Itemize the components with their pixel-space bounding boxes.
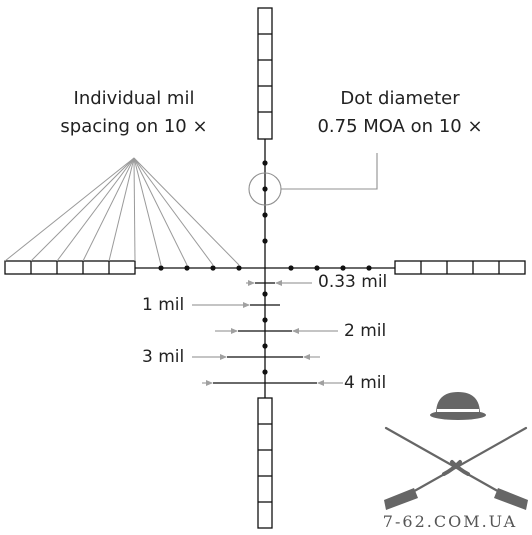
mil-spacing-callout-line1: Individual mil: [74, 88, 195, 109]
watermark: 7-62.COM.UA: [383, 512, 517, 531]
label-033-mil: 0.33 mil: [318, 272, 387, 292]
top-post: [257, 7, 273, 140]
right-post: [394, 260, 526, 275]
dot-diameter-callout-line1: Dot diameter: [340, 88, 460, 109]
left-post: [4, 260, 136, 275]
label-2-mil: 2 mil: [344, 321, 386, 341]
dot-diameter-callout-line2: 0.75 MOA on 10 ×: [317, 116, 482, 137]
site-logo: [384, 392, 528, 510]
crossed-rifles-icon: [384, 426, 528, 510]
holdover-arrows: [192, 280, 343, 386]
bottom-post: [257, 397, 273, 529]
label-1-mil: 1 mil: [142, 295, 184, 315]
label-4-mil: 4 mil: [344, 373, 386, 393]
label-3-mil: 3 mil: [142, 347, 184, 367]
holdover-bars: [213, 282, 317, 384]
mil-dots: [158, 160, 372, 375]
dot-diameter-leader: [281, 153, 378, 190]
mil-spacing-callout-line2: spacing on 10 ×: [60, 116, 207, 137]
bowler-hat-icon: [430, 392, 486, 420]
crosshair: [135, 139, 395, 398]
mil-spacing-leaders: [4, 157, 240, 266]
